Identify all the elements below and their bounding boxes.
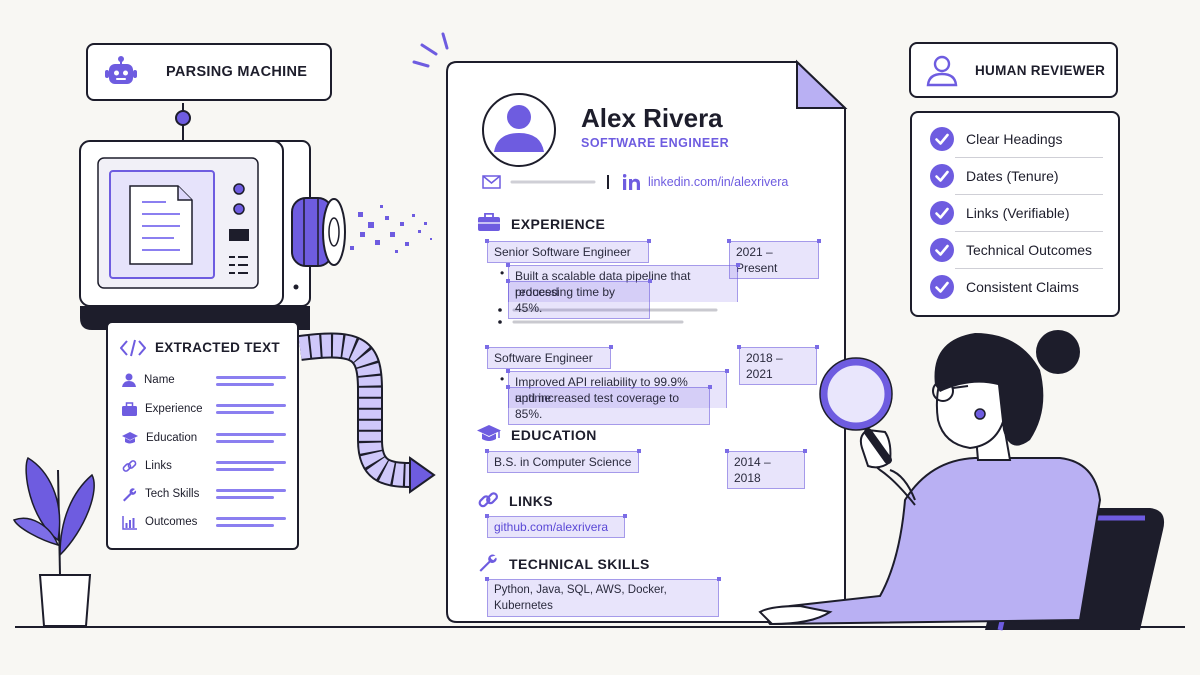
- human-reviewer-title: HUMAN REVIEWER: [975, 62, 1106, 78]
- extracted-row-name: Name: [122, 371, 175, 389]
- extracted-label: Outcomes: [145, 516, 198, 528]
- extracted-label: Links: [145, 460, 172, 472]
- extracted-lines: [216, 489, 286, 503]
- checklist-item: Consistent Claims: [930, 274, 1079, 300]
- checkmark-circle-icon: [930, 164, 954, 188]
- reviewer-illustration: [758, 330, 1165, 631]
- extracted-label: Tech Skills: [145, 488, 200, 500]
- bullet-dot: •: [500, 372, 505, 386]
- extracted-lines: [216, 404, 286, 418]
- checklist-label: Clear Headings: [966, 131, 1063, 147]
- checklist-divider: [955, 231, 1103, 232]
- resume-name: Alex Rivera: [581, 103, 723, 133]
- extracted-text-title: EXTRACTED TEXT: [155, 340, 280, 355]
- person-icon: [122, 373, 136, 387]
- extracted-lines: [216, 433, 286, 447]
- extracted-lines: [216, 517, 286, 531]
- linkedin-icon: [623, 174, 640, 190]
- job-2-dates: 2018 – 2021: [737, 345, 819, 385]
- checkmark-circle-icon: [930, 201, 954, 225]
- extracted-row-tech-skills: Tech Skills: [122, 485, 199, 503]
- extracted-row-education: Education: [122, 429, 197, 447]
- checklist-label: Dates (Tenure): [966, 168, 1059, 184]
- checklist-label: Links (Verifiable): [966, 205, 1070, 221]
- link-icon: [478, 492, 498, 508]
- checklist-divider: [955, 194, 1103, 195]
- job-2-bullet-line-1: Improved API reliability to 99.9% uptime: [506, 369, 729, 408]
- placeholder-bullets: [498, 308, 718, 324]
- attention-sparks: [412, 32, 449, 68]
- extracted-lines: [216, 376, 286, 390]
- technical-skills-heading: TECHNICAL SKILLS: [509, 556, 650, 572]
- job-2-title: Software Engineer: [485, 345, 613, 369]
- checklist-item: Dates (Tenure): [930, 163, 1059, 189]
- parsing-machine-illustration: [79, 103, 346, 330]
- parsing-machine-title: PARSING MACHINE: [166, 64, 308, 80]
- wrench-icon: [123, 487, 137, 501]
- job-1-bullet-line-2: processing time by 45%.: [506, 279, 652, 319]
- skills-text: Python, Java, SQL, AWS, Docker, Kubernet…: [485, 577, 721, 617]
- extracted-label: Experience: [145, 403, 203, 415]
- plant-illustration: [12, 456, 95, 627]
- education-heading: EDUCATION: [511, 427, 597, 443]
- job-1-dates: 2021 – Present: [727, 239, 821, 279]
- code-icon: [120, 339, 146, 357]
- checklist-divider: [955, 157, 1103, 158]
- checklist-divider: [955, 268, 1103, 269]
- checklist-item: Technical Outcomes: [930, 237, 1092, 263]
- job-1-title: Senior Software Engineer: [485, 239, 651, 263]
- graduation-cap-icon: [122, 432, 138, 444]
- degree-dates: 2014 – 2018: [725, 449, 807, 489]
- conveyor-tube: [298, 332, 436, 494]
- linkedin-link[interactable]: linkedin.com/in/alexrivera: [648, 175, 789, 189]
- briefcase-icon: [478, 213, 500, 231]
- checklist-label: Consistent Claims: [966, 279, 1079, 295]
- github-link[interactable]: github.com/alexrivera: [485, 514, 627, 538]
- pixel-stream: [350, 205, 432, 253]
- person-outline-icon: [926, 55, 958, 87]
- job-1-bullet-line-1: Built a scalable data pipeline that redu…: [506, 263, 740, 302]
- wrench-icon: [479, 554, 497, 572]
- briefcase-icon: [122, 402, 137, 416]
- checkmark-circle-icon: [930, 275, 954, 299]
- contact-row: [482, 175, 609, 189]
- experience-heading: EXPERIENCE: [511, 216, 606, 232]
- robot-icon: [105, 56, 137, 84]
- degree-text: B.S. in Computer Science: [485, 449, 641, 473]
- extracted-row-experience: Experience: [122, 400, 203, 418]
- extracted-lines: [216, 461, 286, 475]
- links-heading: LINKS: [509, 493, 553, 509]
- extracted-label: Name: [144, 374, 175, 386]
- parsing-machine-label: PARSING MACHINE: [86, 43, 332, 101]
- checkmark-circle-icon: [930, 238, 954, 262]
- human-reviewer-label: HUMAN REVIEWER: [909, 42, 1118, 98]
- job-2-bullet-line-2: and increased test coverage to 85%.: [506, 385, 712, 425]
- extracted-label: Education: [146, 432, 198, 444]
- checkmark-circle-icon: [930, 127, 954, 151]
- extracted-row-outcomes: Outcomes: [122, 513, 197, 531]
- link-icon: [122, 459, 137, 472]
- checklist-label: Technical Outcomes: [966, 242, 1093, 258]
- extracted-row-links: Links: [122, 457, 172, 475]
- bar-chart-icon: [122, 515, 137, 530]
- checklist-item: Links (Verifiable): [930, 200, 1070, 226]
- resume-role: SOFTWARE ENGINEER: [581, 136, 730, 150]
- resume-avatar-icon: [482, 93, 556, 167]
- bullet-dot: •: [500, 266, 505, 280]
- checklist-item: Clear Headings: [930, 126, 1063, 152]
- graduation-cap-icon: [477, 425, 501, 441]
